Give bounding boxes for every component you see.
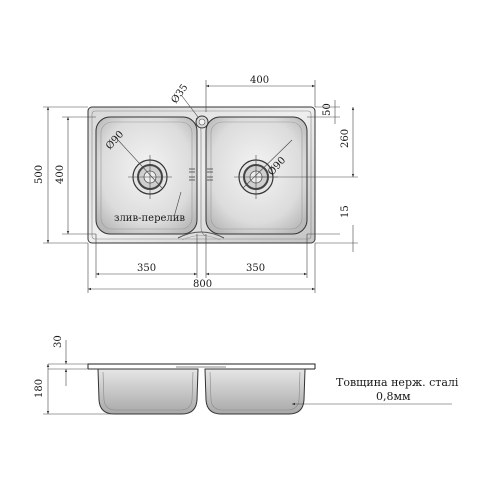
dim-bowl-height: 400 <box>55 165 66 184</box>
dim-overflow-dia: Ø35 <box>169 82 190 105</box>
dim-left-center: 350 <box>137 263 156 274</box>
divider-marks <box>189 168 213 181</box>
left-bowl-profile <box>97 368 199 415</box>
dim-total-height: 500 <box>34 165 45 184</box>
side-view: 30 180 Товщина нерж. сталі 0,8мм <box>34 335 459 415</box>
top-view: Ø90 Ø90 Ø35 злив-перелив 400 50 260 15 5… <box>34 75 358 293</box>
dim-depth: 180 <box>34 379 45 398</box>
dim-rim-offset: 50 <box>322 103 333 116</box>
thickness-note-line2: 0,8мм <box>376 390 411 403</box>
dim-bottom-offset: 15 <box>340 205 351 218</box>
dim-rim-height: 30 <box>53 335 64 348</box>
dim-center-depth: 260 <box>340 129 351 148</box>
right-bowl-profile <box>204 368 306 415</box>
left-drain <box>128 155 172 199</box>
overflow-label: злив-перелив <box>114 213 185 224</box>
thickness-note-line1: Товщина нерж. сталі <box>336 376 459 389</box>
dim-total-width: 800 <box>193 279 212 290</box>
dim-right-center: 350 <box>246 263 265 274</box>
dim-half-width: 400 <box>250 75 269 86</box>
